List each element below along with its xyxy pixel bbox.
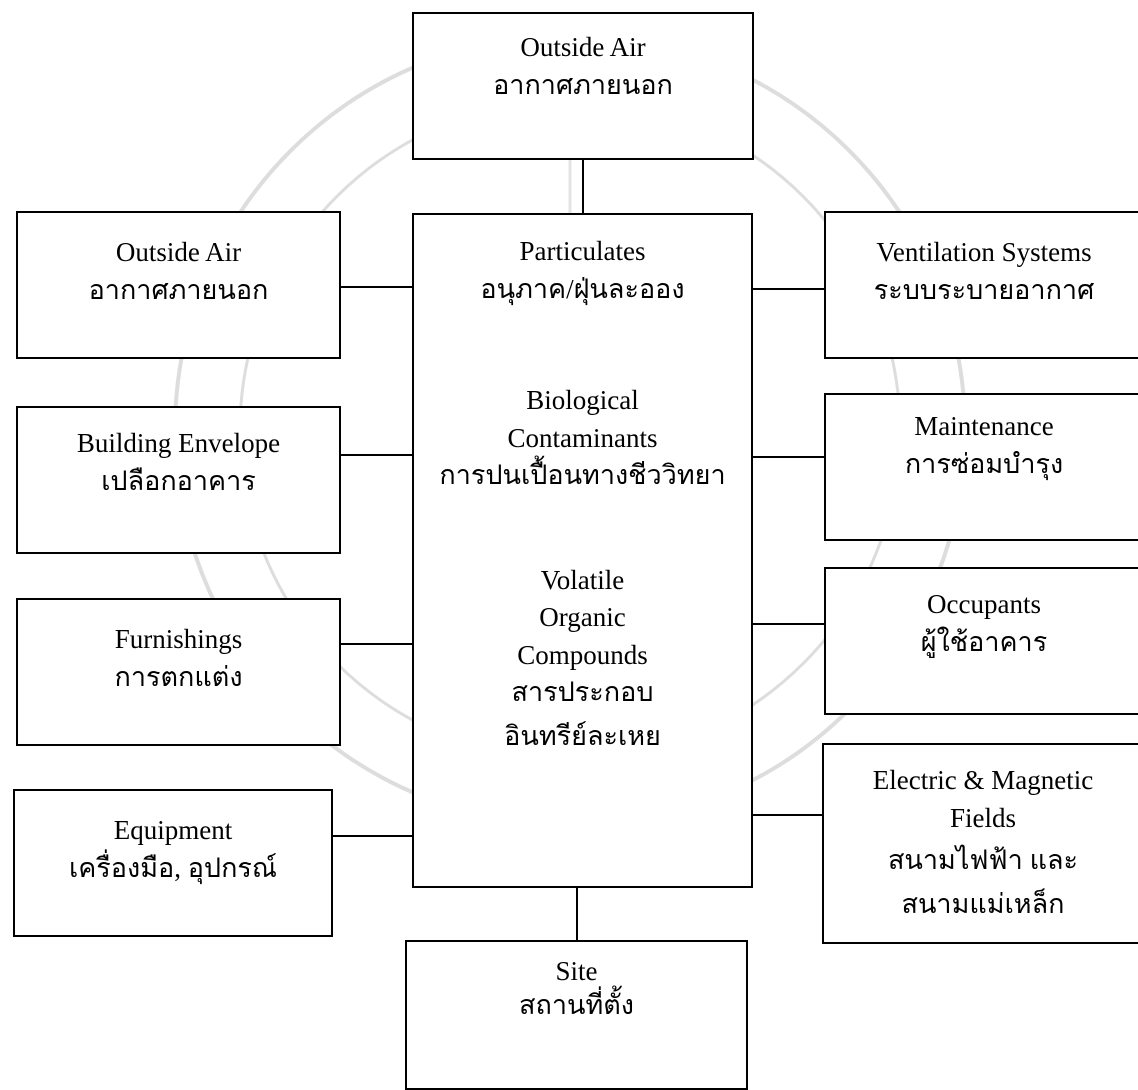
center-line: Organic	[539, 602, 626, 632]
node-label-en: Furnishings	[114, 624, 243, 654]
node-equipment: Equipment เครื่องมือ, อุปกรณ์	[13, 789, 333, 937]
center-line: สารประกอบ	[511, 677, 654, 707]
node-label-th: เปลือกอาคาร	[101, 466, 256, 496]
center-line: Biological	[526, 385, 639, 415]
node-ventilation-systems: Ventilation Systems ระบบระบายอากาศ	[824, 211, 1138, 359]
center-line: การปนเปื้อนทางชีววิทยา	[439, 460, 726, 490]
node-label-th: การซ่อมบำรุง	[904, 449, 1064, 479]
node-label-th: เครื่องมือ, อุปกรณ์	[69, 853, 277, 883]
node-label-en: Ventilation Systems	[876, 237, 1092, 267]
center-line: Volatile	[540, 564, 625, 595]
node-outside-air-top: Outside Air อากาศภายนอก	[412, 12, 754, 160]
node-label-th: การตกแต่ง	[114, 662, 243, 692]
node-label-th: อากาศภายนอก	[88, 275, 269, 305]
node-label-en: Occupants	[927, 589, 1041, 619]
node-furnishings: Furnishings การตกแต่ง	[16, 598, 341, 746]
center-line: อนุภาค/ฝุ่นละออง	[480, 273, 685, 304]
node-label-en: Maintenance	[914, 411, 1054, 441]
node-building-envelope: Building Envelope เปลือกอาคาร	[16, 406, 341, 554]
node-label-line: สนามไฟฟ้า และ	[887, 845, 1079, 875]
node-occupants: Occupants ผู้ใช้อาคาร	[824, 567, 1138, 715]
node-label-th: สถานที่ตั้ง	[519, 990, 634, 1020]
center-line: Contaminants	[507, 422, 658, 453]
node-label-th: อากาศภายนอก	[493, 70, 673, 100]
node-label-en: Equipment	[113, 815, 233, 845]
node-site: Site สถานที่ตั้ง	[405, 940, 748, 1090]
node-indoor-contaminants: Particulates อนุภาค/ฝุ่นละออง Biological…	[412, 213, 753, 888]
node-label-en: Outside Air	[115, 237, 242, 267]
node-label-en: Outside Air	[520, 32, 646, 62]
node-label-en: Site	[555, 956, 598, 986]
node-electric-magnetic-fields: Electric & Magnetic Fields สนามไฟฟ้า และ…	[822, 743, 1138, 944]
node-label-en: Building Envelope	[76, 428, 281, 458]
node-label-line: Fields	[949, 803, 1016, 833]
node-label-line: Electric & Magnetic	[872, 765, 1094, 795]
node-maintenance: Maintenance การซ่อมบำรุง	[824, 393, 1138, 541]
center-line: Compounds	[517, 639, 648, 670]
node-outside-air-left: Outside Air อากาศภายนอก	[16, 211, 341, 359]
center-line: อินทรีย์ละเหย	[504, 720, 661, 751]
node-label-th: ผู้ใช้อาคาร	[920, 627, 1048, 657]
node-label-line: สนามแม่เหล็ก	[901, 889, 1065, 919]
center-line: Particulates	[519, 236, 646, 266]
node-label-th: ระบบระบายอากาศ	[873, 275, 1095, 305]
